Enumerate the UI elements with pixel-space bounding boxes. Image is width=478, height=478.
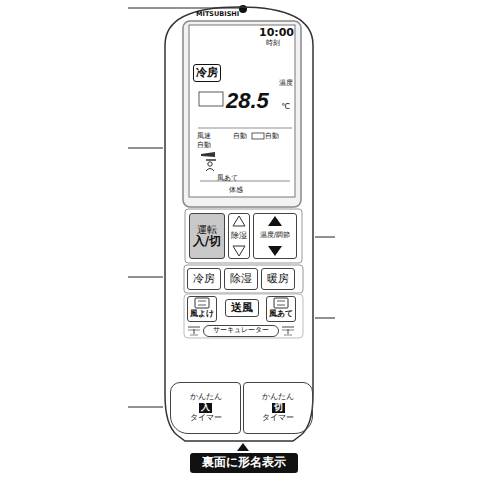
brand-logo: MITSUBISHI xyxy=(196,11,239,18)
power-button: 運転入/切 xyxy=(189,213,225,259)
lcd-text: ℃ xyxy=(281,103,290,111)
wind-icon xyxy=(195,298,209,308)
body-outline xyxy=(165,7,313,441)
button-label: タイマー xyxy=(190,414,222,423)
button-label: 温度/調節 xyxy=(260,232,290,240)
lcd-text: 自動 xyxy=(233,133,247,140)
lcd-text: 自動 xyxy=(197,142,211,149)
lcd-text: 28.5 xyxy=(226,90,269,112)
button-label: 裏面に形名表示 xyxy=(202,456,286,469)
lcd-text: 体感 xyxy=(229,187,243,194)
lcd-screen: 冷房10:00時刻温度28.5℃風速自動自動自動風あて体感 xyxy=(189,25,295,197)
button-label: 入 xyxy=(199,403,212,413)
vane-icon xyxy=(206,159,216,161)
pointer-arrow xyxy=(237,443,249,451)
timer-button: かんたん入タイマー xyxy=(170,382,241,434)
mode-indicator: 冷房 xyxy=(193,64,221,82)
button-label: 風よけ xyxy=(190,310,214,319)
button-label: サーキュレーター xyxy=(213,327,269,335)
button-label: 送風 xyxy=(231,302,253,314)
lcd-rule xyxy=(200,181,290,182)
button-label: 運転 xyxy=(197,224,217,235)
lcd-text: 時刻 xyxy=(266,40,280,47)
lcd-text: 10:00 xyxy=(259,27,294,38)
button-label: 除湿 xyxy=(231,232,247,241)
up-triangle xyxy=(268,216,282,226)
person-icon xyxy=(208,162,212,166)
button-group-frame xyxy=(184,265,303,293)
fan-button: 送風 xyxy=(225,299,259,317)
button-label: 冷房 xyxy=(193,273,215,285)
circulator-label: サーキュレーター xyxy=(203,325,279,337)
person-icon xyxy=(206,169,214,172)
down-triangle xyxy=(268,246,282,256)
vane-icon xyxy=(201,152,215,157)
remote-body: 冷房10:00時刻温度28.5℃風速自動自動自動風あて体感運転入/切除湿温度/調… xyxy=(163,5,315,445)
mode-button: 暖房 xyxy=(261,268,295,290)
button-label: 切 xyxy=(272,403,285,413)
wind-icon xyxy=(274,298,288,308)
lcd-text: 風あて xyxy=(217,175,238,182)
lcd-rule xyxy=(198,128,292,129)
lcd-frame xyxy=(183,21,301,207)
button-label: かんたん xyxy=(190,393,222,402)
timer-button: かんたん切タイマー xyxy=(243,382,313,434)
mode-button: 冷房 xyxy=(187,268,221,290)
button-label: 入/切 xyxy=(193,235,221,248)
model-label: 裏面に形名表示 xyxy=(190,453,298,473)
button-label: 暖房 xyxy=(267,273,289,285)
airflow-button: 風あて xyxy=(266,296,296,322)
button-label: 風あて xyxy=(269,310,293,319)
lcd-glass xyxy=(189,25,295,197)
emitter-dot xyxy=(239,5,247,13)
callout-lines xyxy=(128,8,335,407)
mode-button: 除湿 xyxy=(224,268,258,290)
lcd-bar-box xyxy=(252,133,264,139)
lcd-text: 風速 xyxy=(197,133,211,140)
humidity-button: 除湿 xyxy=(228,213,250,259)
body-outline xyxy=(163,5,315,445)
button-label: 除湿 xyxy=(230,273,252,285)
button-group-frame xyxy=(184,294,303,338)
airflow-button: 風よけ xyxy=(187,296,217,322)
button-group-frame xyxy=(185,209,302,263)
button-label: タイマー xyxy=(262,414,294,423)
button-label: 冷房 xyxy=(196,67,218,79)
lcd-text: 自動 xyxy=(265,133,279,140)
down-triangle xyxy=(233,246,245,256)
lcd-segment-box xyxy=(199,92,223,106)
up-triangle xyxy=(233,216,245,226)
button-label: かんたん xyxy=(262,393,294,402)
lcd-text: 温度 xyxy=(279,80,293,87)
temperature-button: 温度/調節 xyxy=(253,213,297,259)
